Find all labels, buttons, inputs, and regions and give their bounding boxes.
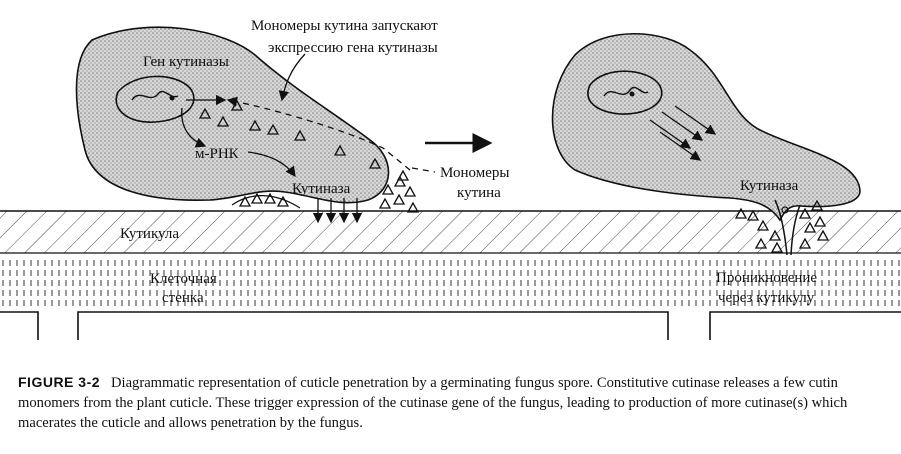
cutin-monomer-triangles-left: [198, 99, 420, 213]
label-cell-wall-1: Клеточная: [150, 271, 217, 287]
cuticle-penetration-diagram: Мономеры кутина запускают экспрессию ген…: [0, 18, 901, 340]
fungus-spore-germinating: [75, 26, 390, 209]
cuticle-layer: [0, 210, 901, 254]
nucleus-right: [587, 70, 663, 115]
label-cutinase-gene: Ген кутиназы: [143, 54, 229, 70]
cutin-monomer-triangles-right: [734, 199, 830, 253]
figure-label: FIGURE 3-2: [18, 374, 101, 390]
label-cutinase-right: Кутиназа: [740, 178, 799, 194]
label-penetration-1: Проникновение: [716, 270, 817, 286]
cell-wall-layer: [0, 256, 901, 340]
caption-text: Diagrammatic representation of cuticle p…: [18, 375, 848, 431]
label-cutinase-left: Кутиназа: [292, 181, 351, 197]
label-cutin-monomers-trigger-2: экспрессию гена кутиназы: [268, 40, 438, 56]
left-arrows: [181, 53, 436, 224]
right-arrows: [649, 105, 717, 161]
label-cuticle: Кутикула: [120, 226, 179, 242]
label-cell-wall-2: стенка: [162, 290, 204, 306]
label-penetration-2: через кутикулу: [718, 290, 815, 306]
label-cutin-monomers-2: кутина: [457, 185, 501, 201]
label-cutin-monomers-1: Мономеры: [440, 165, 509, 181]
figure-caption: FIGURE 3-2 Diagrammatic representation o…: [18, 372, 888, 433]
nucleus-left: [115, 75, 195, 123]
label-cutin-monomers-trigger-1: Мономеры кутина запускают: [251, 18, 438, 34]
label-mrna: м-РНК: [195, 146, 240, 162]
